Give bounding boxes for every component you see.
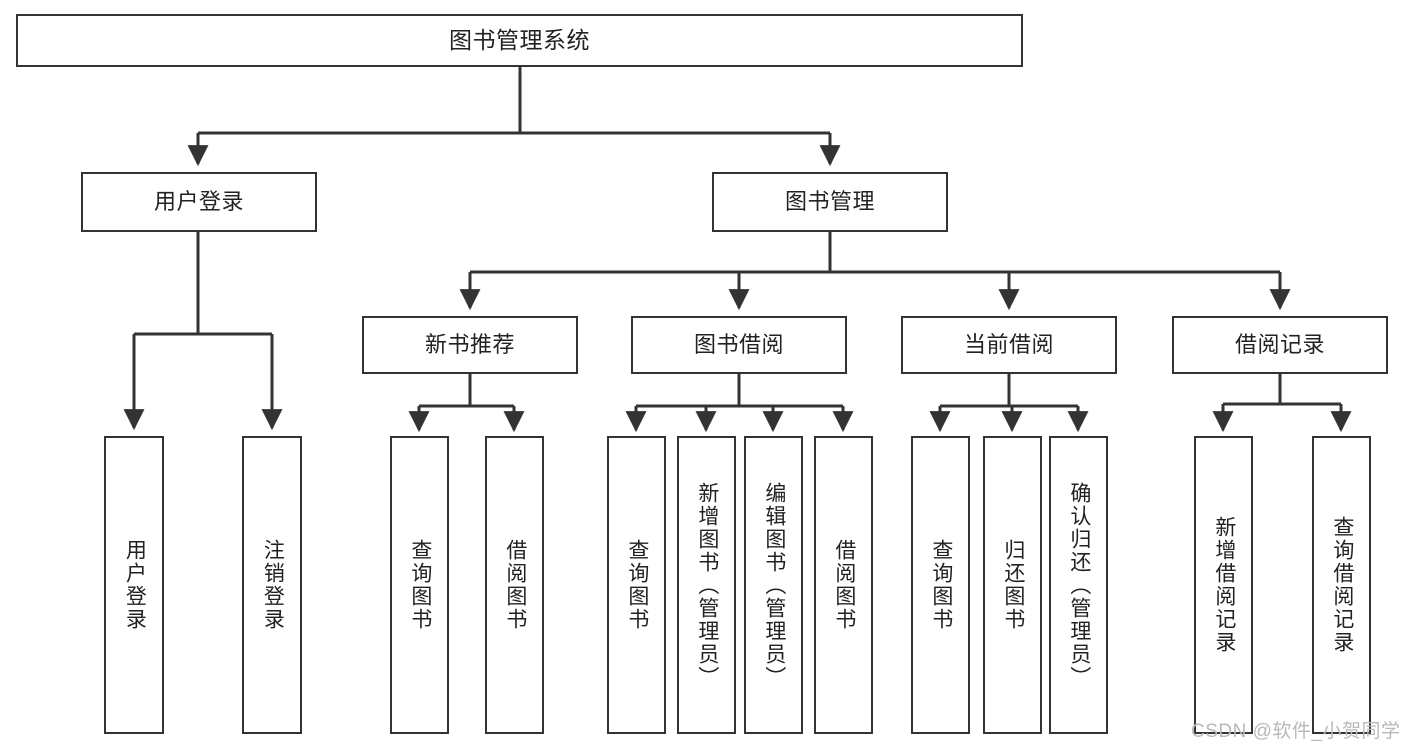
node-label: 当前借阅 bbox=[963, 331, 1054, 357]
leaf-current-borrow-return[interactable]: 归还图书 bbox=[983, 436, 1042, 734]
leaf-record-add[interactable]: 新增借阅记录 bbox=[1194, 436, 1253, 734]
node-label: 查询图书 bbox=[408, 539, 432, 631]
node-label: 借阅图书 bbox=[503, 539, 527, 631]
node-label: 图书管理系统 bbox=[449, 27, 590, 54]
leaf-current-borrow-query[interactable]: 查询图书 bbox=[911, 436, 970, 734]
node-label: 注销登录 bbox=[261, 539, 285, 631]
leaf-book-borrow-query[interactable]: 查询图书 bbox=[607, 436, 666, 734]
leaf-user-login-signin[interactable]: 用户登录 bbox=[104, 436, 164, 734]
leaf-book-borrow-edit[interactable]: 编辑图书（管理员） bbox=[744, 436, 803, 734]
node-label: 新书推荐 bbox=[424, 331, 515, 357]
node-label: 查询借阅记录 bbox=[1330, 516, 1354, 654]
node-label: 用户登录 bbox=[153, 188, 244, 214]
node-new-book-recommend[interactable]: 新书推荐 bbox=[362, 316, 578, 374]
leaf-user-login-signout[interactable]: 注销登录 bbox=[242, 436, 302, 734]
node-root-system[interactable]: 图书管理系统 bbox=[16, 14, 1023, 67]
node-label: 新增图书（管理员） bbox=[695, 481, 719, 689]
watermark-text: CSDN @软件_小贺同学 bbox=[1191, 721, 1401, 742]
node-label: 归还图书 bbox=[1001, 539, 1025, 631]
node-book-borrow[interactable]: 图书借阅 bbox=[631, 316, 847, 374]
node-label: 新增借阅记录 bbox=[1212, 516, 1236, 654]
node-label: 借阅记录 bbox=[1234, 331, 1325, 357]
leaf-current-borrow-confirm[interactable]: 确认归还（管理员） bbox=[1049, 436, 1108, 734]
node-label: 用户登录 bbox=[123, 539, 147, 631]
node-label: 图书借阅 bbox=[693, 331, 784, 357]
node-label: 编辑图书（管理员） bbox=[762, 481, 786, 689]
node-current-borrow[interactable]: 当前借阅 bbox=[901, 316, 1117, 374]
node-label: 图书管理 bbox=[784, 188, 875, 214]
node-label: 查询图书 bbox=[625, 539, 649, 631]
leaf-new-book-query[interactable]: 查询图书 bbox=[390, 436, 449, 734]
node-user-login[interactable]: 用户登录 bbox=[81, 172, 317, 232]
node-label: 查询图书 bbox=[929, 539, 953, 631]
node-book-management[interactable]: 图书管理 bbox=[712, 172, 948, 232]
leaf-new-book-borrow[interactable]: 借阅图书 bbox=[485, 436, 544, 734]
node-label: 借阅图书 bbox=[832, 539, 856, 631]
leaf-book-borrow-lend[interactable]: 借阅图书 bbox=[814, 436, 873, 734]
node-label: 确认归还（管理员） bbox=[1067, 481, 1091, 689]
leaf-record-query[interactable]: 查询借阅记录 bbox=[1312, 436, 1371, 734]
node-borrow-record[interactable]: 借阅记录 bbox=[1172, 316, 1388, 374]
leaf-book-borrow-add[interactable]: 新增图书（管理员） bbox=[677, 436, 736, 734]
